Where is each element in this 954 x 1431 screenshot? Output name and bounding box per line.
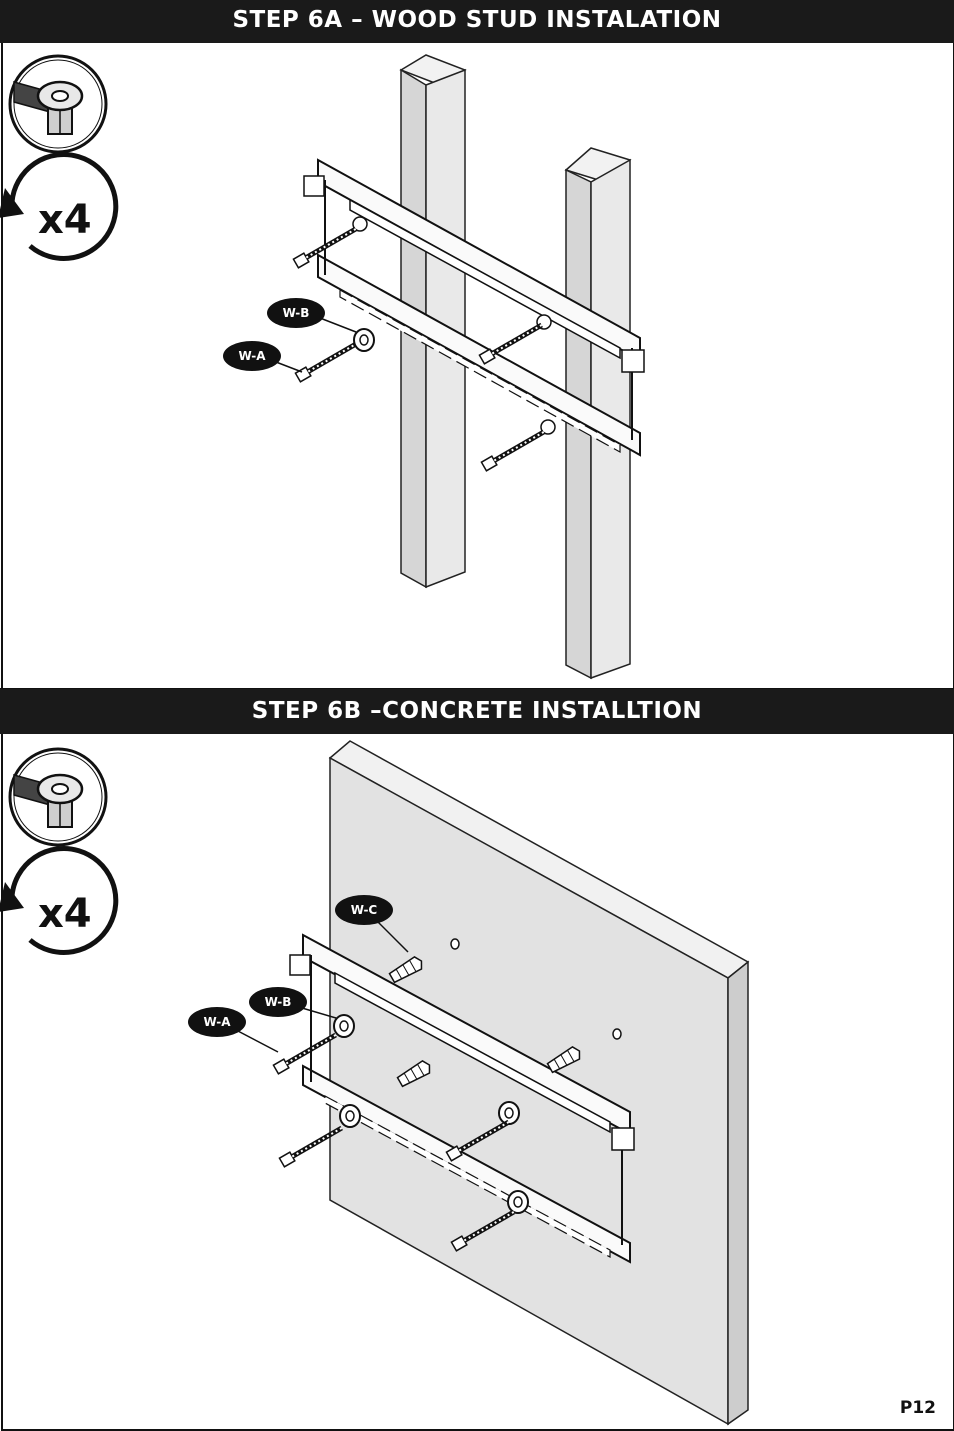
step-6a-title: STEP 6A – WOOD STUD INSTALATION: [0, 0, 954, 43]
wall-plate-bracket: [289, 933, 635, 1264]
lag-bolt-center: [479, 321, 544, 364]
lag-bolt-bottom: [481, 428, 546, 471]
washer: [333, 1014, 355, 1038]
callout-washer: [267, 298, 325, 328]
callout-anchor-label: W-C: [351, 903, 378, 917]
socket-wrench-icon: [8, 54, 108, 154]
lag-bolt-left: [295, 339, 360, 382]
callout-anchor: [335, 895, 393, 925]
washer: [507, 1190, 529, 1214]
callout-lag-bolt-label: W-A: [204, 1015, 232, 1029]
callout-washer: [249, 987, 307, 1017]
step-6b-title: STEP 6B –CONCRETE INSTALLTION: [0, 689, 954, 734]
washer: [339, 1104, 361, 1128]
wood-stud-left: [399, 54, 467, 589]
socket-wrench-icon: [8, 747, 108, 847]
washer: [498, 1101, 520, 1125]
repeat-count: x4: [38, 197, 92, 243]
washer: [353, 328, 375, 352]
callout-lag-bolt: [188, 1007, 246, 1037]
callout-lag-bolt: [223, 341, 281, 371]
callout-washer-label: W-B: [283, 306, 310, 320]
callout-lag-bolt-label: W-A: [239, 349, 267, 363]
callout-washer-label: W-B: [265, 995, 292, 1009]
repeat-count: x4: [38, 891, 92, 937]
page-number: P12: [899, 1398, 936, 1418]
